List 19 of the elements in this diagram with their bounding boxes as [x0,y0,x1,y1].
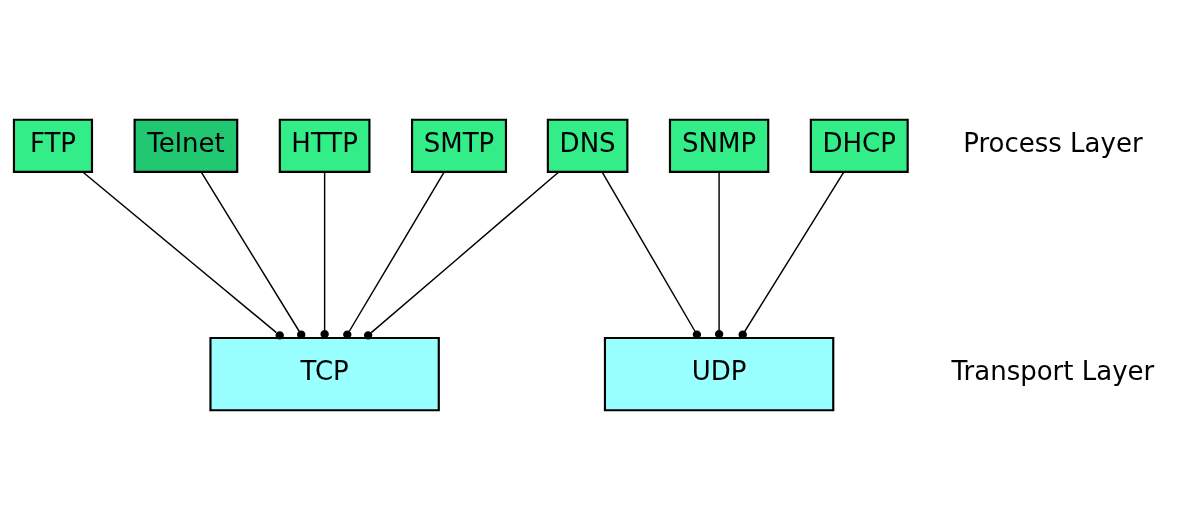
node-box: DNS [546,118,629,173]
connector [714,171,724,338]
label: Process Layer [963,127,1143,158]
node-box: SMTP [410,118,508,173]
node-box: UDP [603,336,835,411]
node-box: DHCP [809,118,909,173]
node-box: TCP [209,336,440,411]
connector [200,171,306,339]
node-box: Telnet [133,118,239,173]
label: Transport Layer [951,355,1155,386]
connector [82,171,284,340]
node-box: HTTP [278,118,371,173]
connector [601,171,702,339]
connector [363,171,560,340]
node-box: SNMP [668,118,770,173]
connector [738,171,845,339]
connector [343,171,445,339]
connector [320,171,329,338]
node-box: FTP [12,118,94,173]
